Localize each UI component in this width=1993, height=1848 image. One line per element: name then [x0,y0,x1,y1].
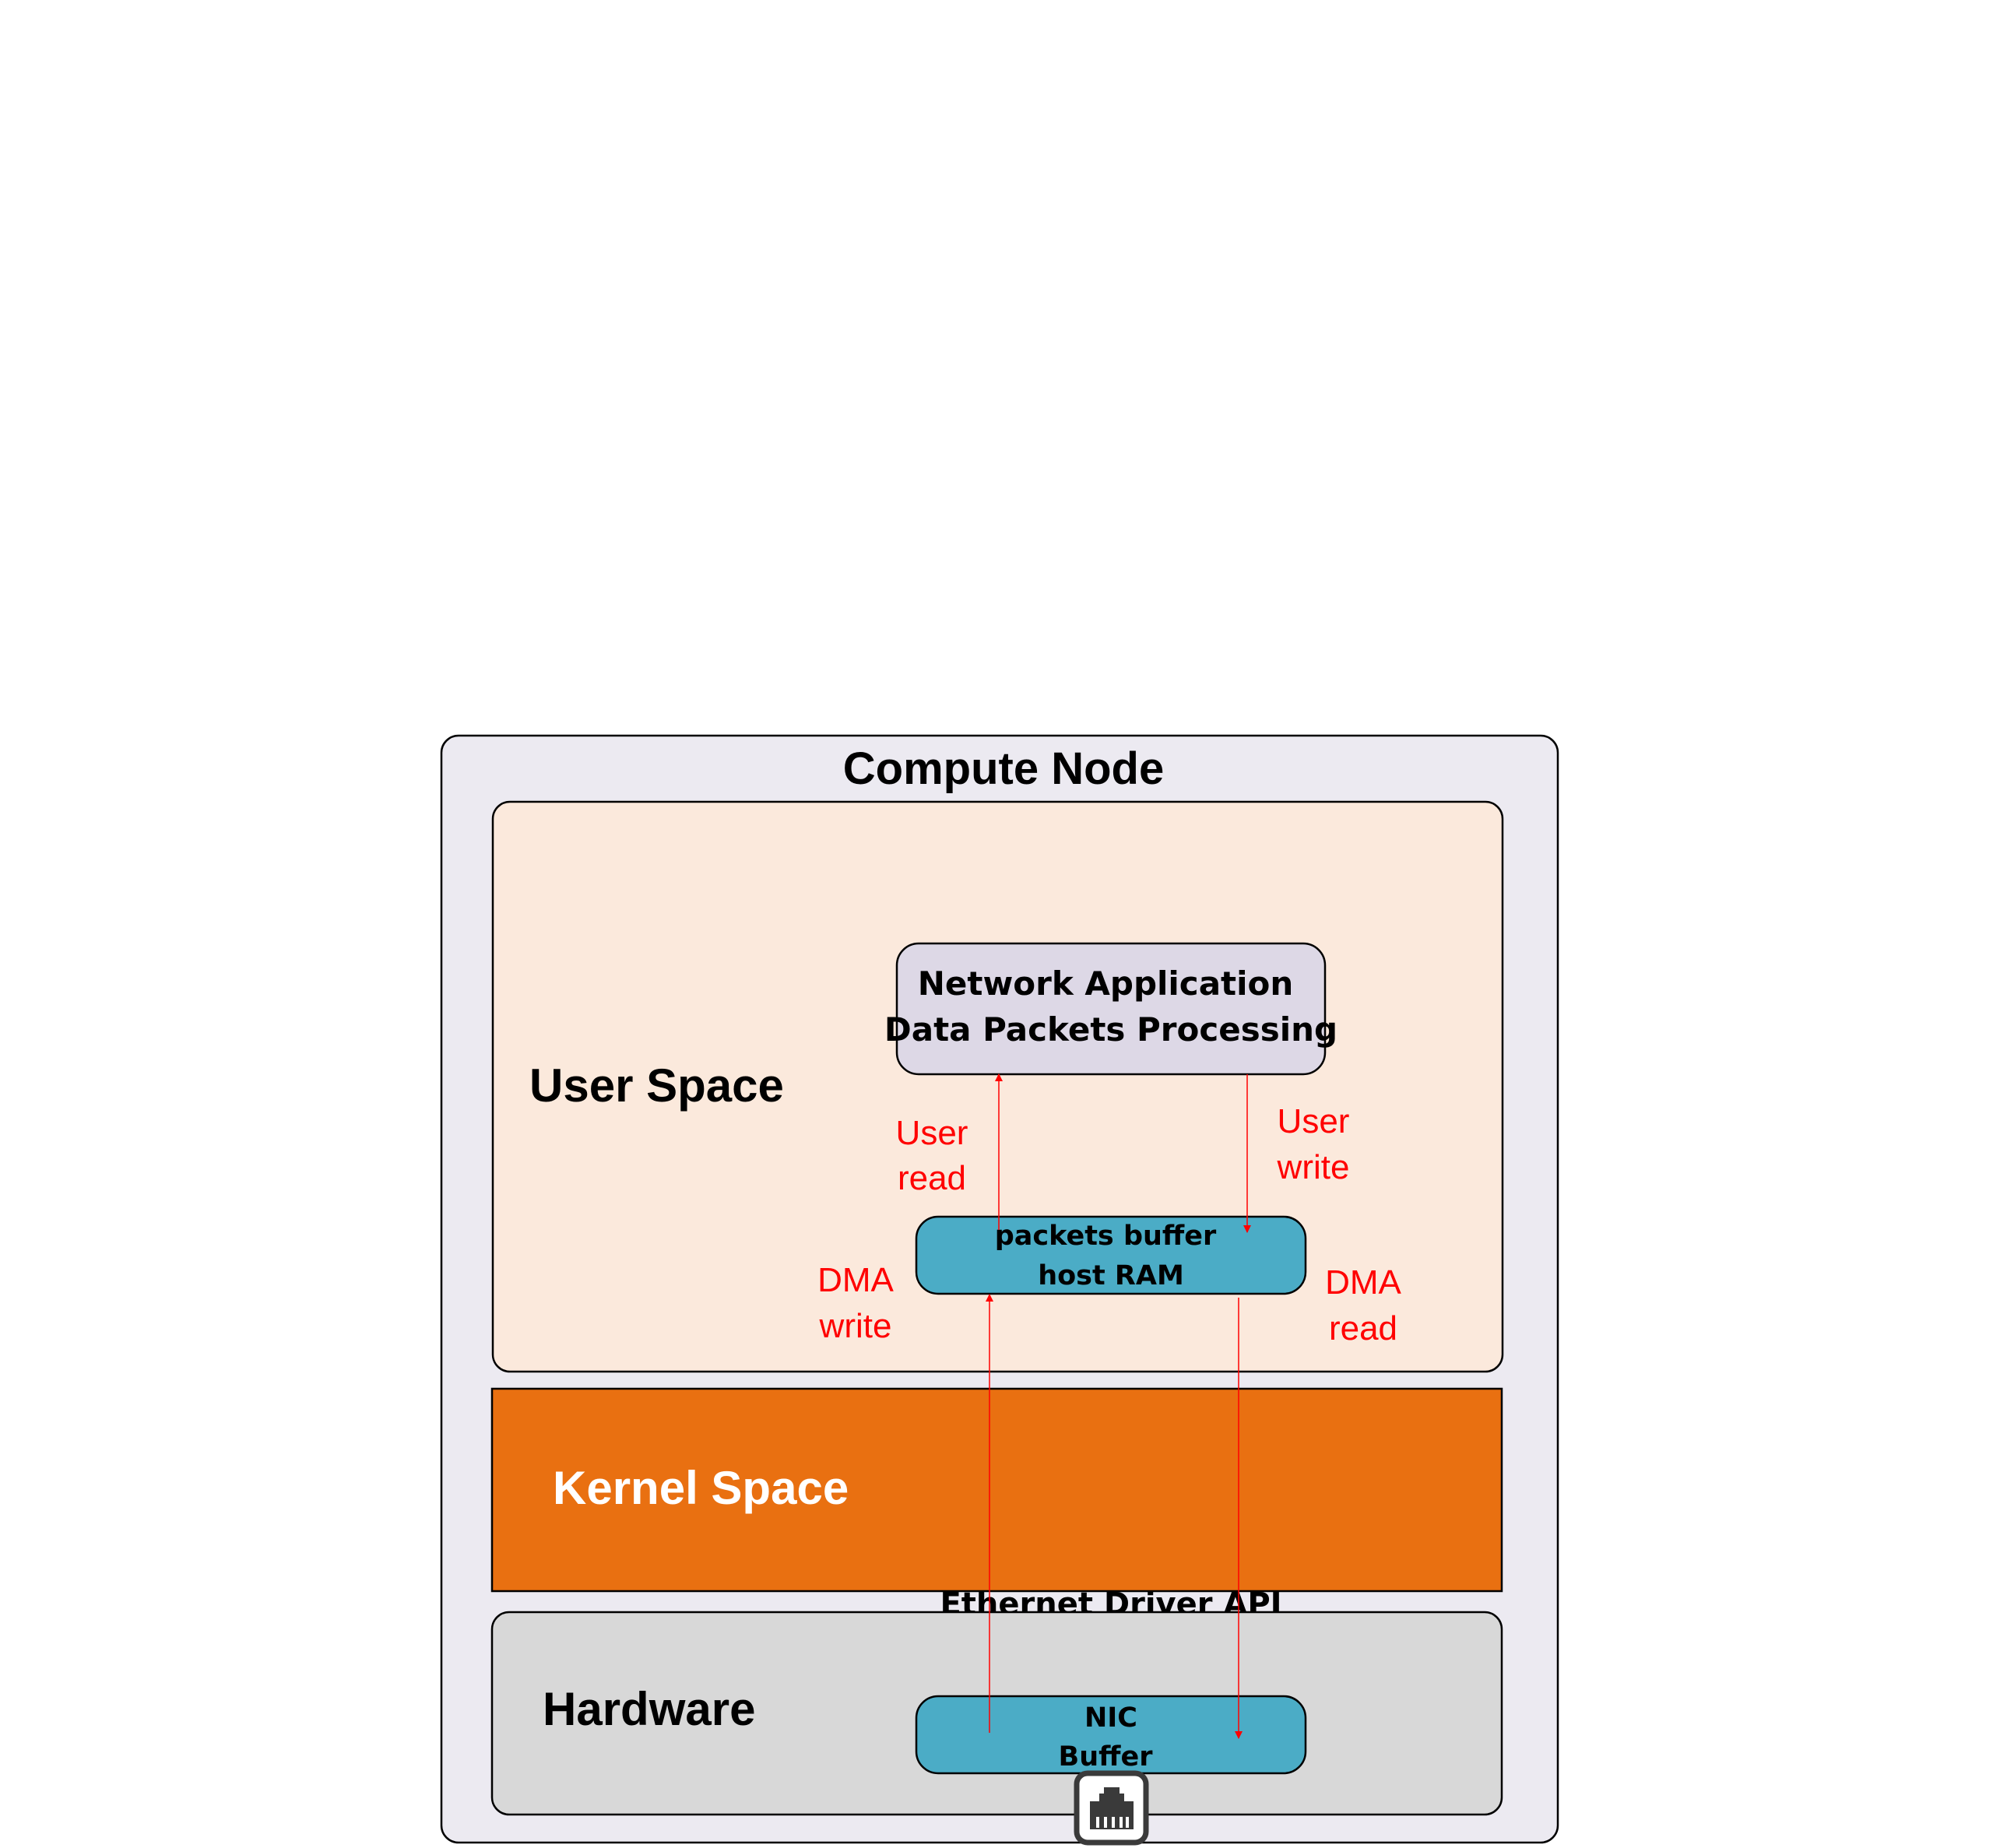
user-write-label-line2: write [1277,1148,1350,1186]
kernel-space-label: Kernel Space [553,1462,849,1514]
user-space-label: User Space [529,1059,784,1112]
user-space-region: User Space Network Application Data Pack… [491,800,1504,1373]
user-read-label-line2: read [898,1159,966,1197]
compute-node-title: Compute Node [843,743,1164,794]
network-application-box [895,942,1327,1076]
kernel-space-box [490,1387,1503,1593]
ethernet-port-icon [1074,1770,1149,1846]
hardware-label: Hardware [543,1683,755,1735]
arrows-layer: User read User write DMA write DMA read [817,1073,1402,1739]
kernel-space-region: Kernel Space [490,1387,1503,1593]
host-ram-buffer-line2: host RAM [1038,1260,1184,1291]
host-ram-buffer-box [915,1215,1307,1295]
dma-write-label-line1: DMA [817,1261,894,1299]
user-write-label-line1: User [1278,1102,1350,1140]
network-application-line1: Network Application [918,964,1294,1003]
hardware-region: Hardware NIC Buffer [490,1611,1503,1816]
dma-read-label-line2: read [1329,1309,1397,1347]
network-application-line2: Data Packets Processing [884,1010,1337,1049]
host-ram-buffer-line1: packets buffer [995,1221,1217,1252]
dma-write-label-line2: write [819,1307,892,1345]
nic-buffer-line1: NIC [1084,1702,1137,1734]
user-read-label-line1: User [896,1114,968,1152]
dma-read-label-line1: DMA [1325,1263,1401,1302]
nic-buffer-line2: Buffer [1059,1741,1154,1772]
